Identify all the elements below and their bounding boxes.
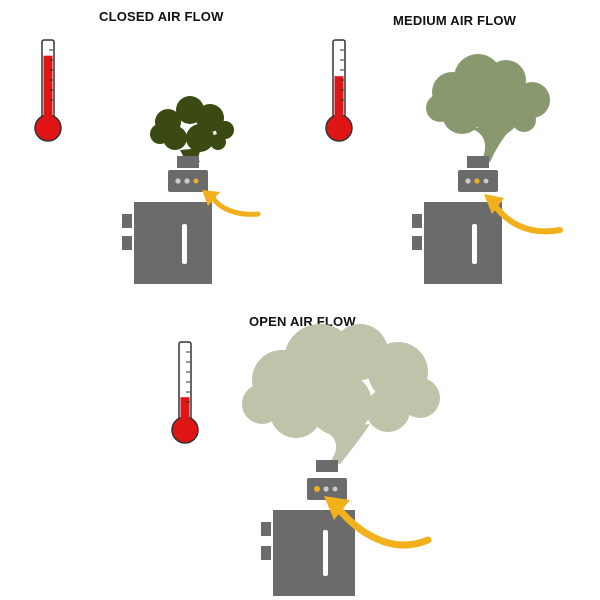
airflow-arrow-icon xyxy=(484,194,563,235)
thermometer-icon xyxy=(171,341,199,444)
thermometer-icon xyxy=(325,39,353,142)
airflow-arrow-icon xyxy=(324,496,432,549)
closed-panel xyxy=(34,39,261,284)
thermometer-icon xyxy=(34,39,62,142)
medium-air-flow-title: MEDIUM AIR FLOW xyxy=(393,13,517,28)
vape-device-icon xyxy=(122,156,212,284)
vape-device-icon xyxy=(261,460,355,596)
airflow-arrow-icon xyxy=(202,190,261,217)
closed-air-flow-title: CLOSED AIR FLOW xyxy=(99,9,224,24)
cloud-icon xyxy=(150,96,234,162)
cloud-icon xyxy=(426,54,550,162)
vape-device-icon xyxy=(412,156,502,284)
cloud-icon xyxy=(242,324,440,464)
medium-panel xyxy=(325,39,563,284)
open-panel xyxy=(171,324,440,596)
